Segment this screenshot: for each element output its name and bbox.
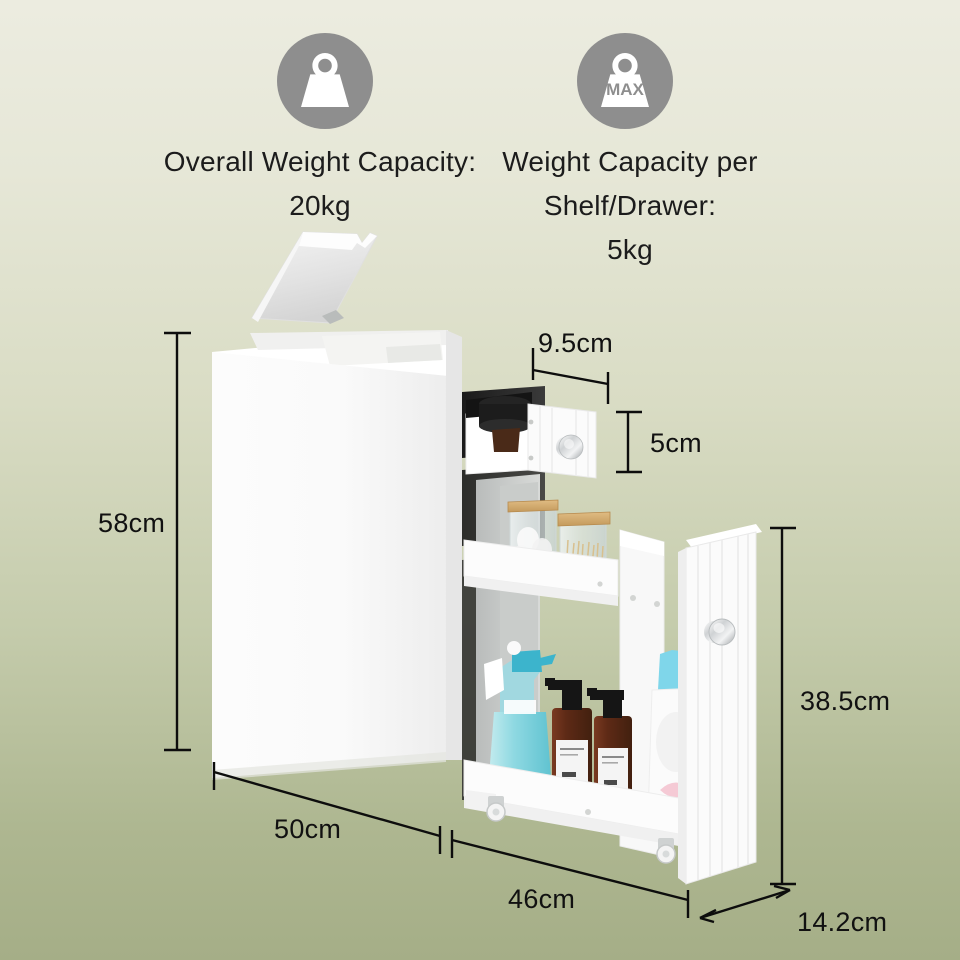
casters [466,790,676,864]
per-shelf-capacity-text: Weight Capacity per Shelf/Drawer: 5kg [490,140,770,272]
dimension-line-58cm [164,331,191,752]
cabinet-body [212,330,462,780]
dimension-label-58cm: 58cm [98,508,166,538]
flip-top-lid [251,231,378,324]
weight-max-glyph: MAX [601,53,649,107]
dimension-label-5cm: 5cm [650,428,702,458]
max-label: MAX [606,80,644,99]
upper-shelf [463,499,619,606]
dimension-label-38_5cm: 38.5cm [800,686,891,716]
overall-capacity-text: Overall Weight Capacity: 20kg [160,140,480,228]
dimension-label-9_5cm: 9.5cm [538,328,614,358]
front-door-panel [678,524,762,885]
dimension-label-14_2cm: 14.2cm [797,907,888,937]
caster-rear [656,838,676,864]
overall-capacity-title: Overall Weight Capacity: [163,146,477,177]
weight-max-icon: MAX [577,33,673,129]
dimension-label-50cm: 50cm [274,814,342,844]
per-shelf-capacity-title: Weight Capacity per [502,146,758,177]
dimension-line-38_5cm [770,526,796,886]
dimension-line-50cm [212,762,442,854]
per-shelf-capacity-value: 5kg [607,234,653,265]
per-shelf-capacity-title-line2: Shelf/Drawer: [543,190,717,221]
door-beadboard-grooves [697,534,749,880]
door-knob-icon [704,618,736,646]
drawer-knob-icon [556,434,584,460]
overall-capacity-value: 20kg [289,190,351,221]
dimension-line-5cm [616,410,642,474]
dimension-line-9_5cm [531,348,610,404]
dimension-line-46cm [450,830,690,918]
dimension-label-46cm: 46cm [508,884,576,914]
pull-out-drawer [465,392,597,479]
amber-pump-bottle-2 [587,688,632,798]
weight-icon [277,33,373,129]
caster-front [486,796,506,822]
weight-glyph [301,53,349,107]
dimension-line-14_2cm [699,884,791,924]
